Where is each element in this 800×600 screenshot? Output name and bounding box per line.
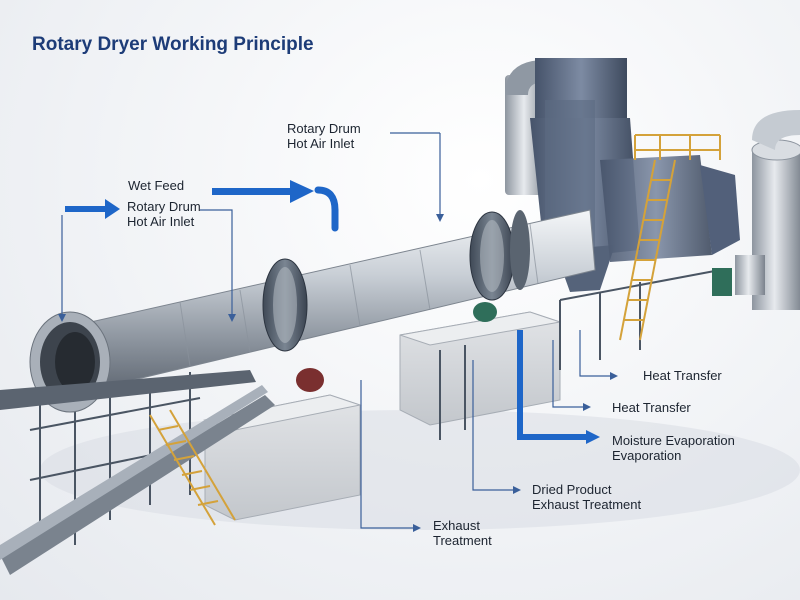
drive-motor bbox=[296, 302, 497, 392]
label-dried-line1: Dried Product bbox=[532, 482, 612, 497]
leader-arrowheads bbox=[58, 214, 618, 532]
label-dried-product: Dried Product Exhaust Treatment bbox=[532, 482, 641, 512]
label-moisture-evaporation: Moisture Evaporation Evaporation bbox=[612, 433, 735, 463]
feed-chute bbox=[314, 186, 339, 232]
label-rotary-drum-top: Rotary Drum Hot Air Inlet bbox=[287, 121, 361, 151]
flow-arrows bbox=[65, 180, 600, 444]
label-heat-transfer-1: Heat Transfer bbox=[643, 368, 722, 383]
page-title: Rotary Dryer Working Principle bbox=[32, 34, 314, 55]
label-rotary-drum-left-line2: Hot Air Inlet bbox=[127, 214, 195, 229]
label-dried-line2: Exhaust Treatment bbox=[532, 497, 642, 512]
label-exhaust-treatment: Exhaust Treatment bbox=[433, 518, 492, 548]
label-heat-transfer-2: Heat Transfer bbox=[612, 400, 691, 415]
label-rotary-drum-top-line1: Rotary Drum bbox=[287, 121, 361, 136]
label-rotary-drum-left-line1: Rotary Drum bbox=[127, 199, 201, 214]
feed-conveyor bbox=[0, 370, 275, 575]
leader-lines bbox=[61, 132, 612, 529]
label-wet-feed: Wet Feed bbox=[128, 178, 185, 193]
tower-stairs bbox=[619, 134, 721, 341]
exhaust-pipe-right bbox=[712, 110, 800, 310]
label-exhaust-line2: Treatment bbox=[433, 533, 492, 548]
label-moisture-line1: Moisture Evaporation bbox=[612, 433, 735, 448]
label-exhaust-line1: Exhaust bbox=[433, 518, 480, 533]
label-moisture-line2: Evaporation bbox=[612, 448, 682, 463]
concrete-pier-right bbox=[399, 311, 561, 426]
label-rotary-drum-left: Rotary Drum Hot Air Inlet bbox=[127, 199, 201, 229]
label-rotary-drum-top-line2: Hot Air Inlet bbox=[287, 136, 355, 151]
conveyor-stairs bbox=[149, 409, 236, 526]
